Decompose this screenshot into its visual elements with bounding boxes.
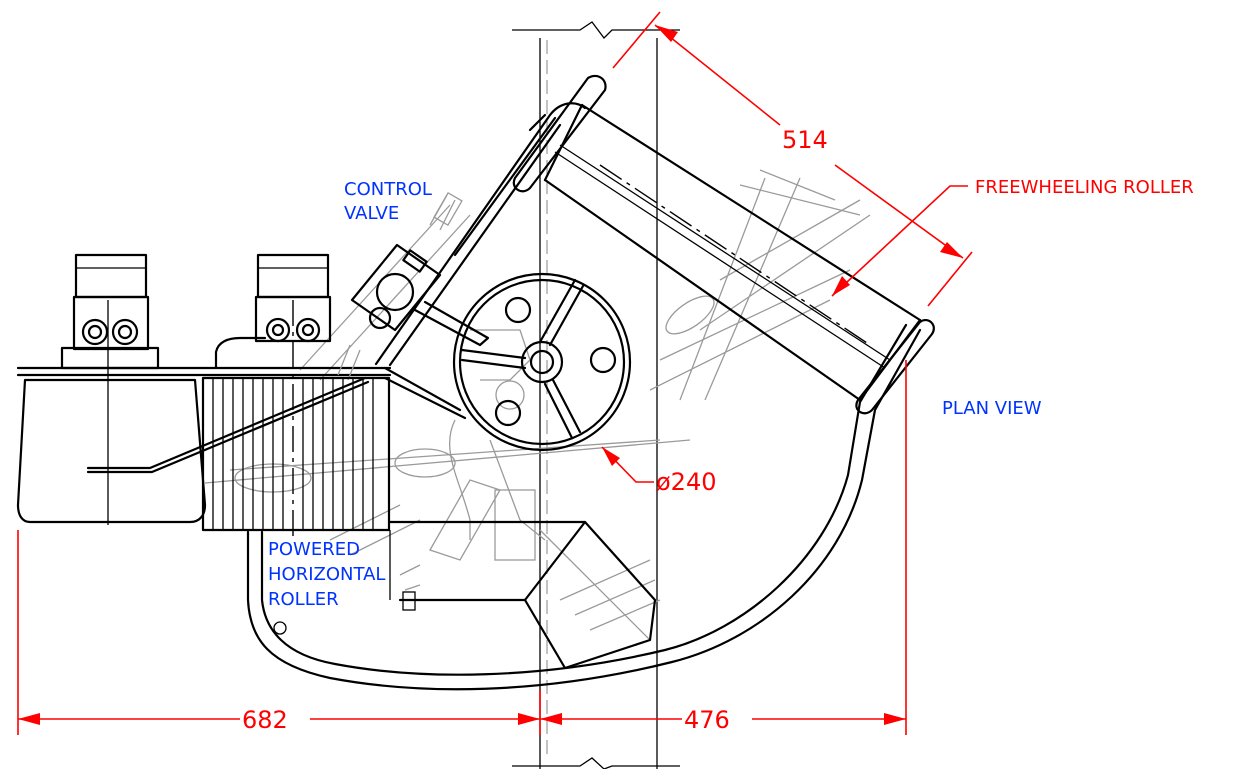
control-valve-label-line1: CONTROL [344, 179, 432, 200]
powered-roller [201, 300, 391, 540]
dimension-682-label: 682 [242, 706, 288, 734]
diameter-leader: ø240 [601, 446, 717, 496]
frame-lines [512, 21, 680, 769]
motor-right [254, 253, 332, 343]
dimension-514-label: 514 [782, 126, 828, 154]
freewheeling-roller-body [512, 74, 935, 415]
dimension-bottom: 682 476 [17, 360, 907, 735]
powered-roller-label-line2: HORIZONTAL [268, 564, 385, 585]
housing [16, 102, 922, 691]
roller-wheel [452, 272, 632, 452]
freewheeling-roller-label: FREEWHEELING ROLLER [975, 177, 1194, 198]
dimension-476-label: 476 [684, 706, 730, 734]
control-valve-label-line2: VALVE [344, 203, 399, 224]
motor-left [60, 253, 160, 370]
dimension-diameter-label: ø240 [656, 468, 717, 496]
powered-roller-label-line3: ROLLER [268, 589, 339, 610]
freewheeling-leader: FREEWHEELING ROLLER [831, 177, 1194, 297]
dimension-514: 514 [612, 11, 973, 307]
left-tank [16, 300, 370, 525]
powered-roller-label-line1: POWERED [268, 539, 360, 560]
control-valve [337, 191, 490, 381]
plan-view-label: PLAN VIEW [942, 398, 1042, 419]
annotations: CONTROL VALVE PLAN VIEW POWERED HORIZONT… [268, 179, 1042, 610]
lower-chute [388, 520, 657, 670]
